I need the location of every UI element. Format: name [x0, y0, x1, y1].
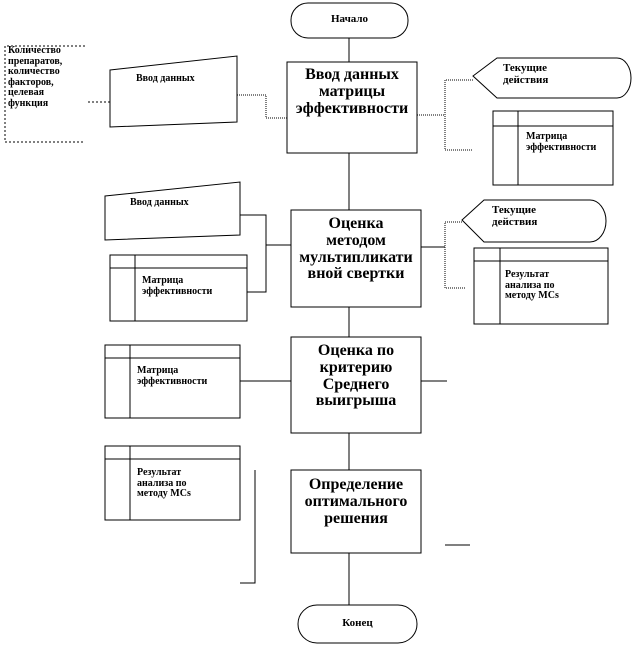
- input-matrix-label: Ввод данных матрицы эффективности: [295, 66, 409, 117]
- end-terminal: [297, 604, 418, 644]
- matrix-store-2: [109, 254, 248, 322]
- current-actions-display-2: [461, 199, 607, 243]
- manual-input-shape-2: [104, 181, 241, 241]
- input1-link: [237, 94, 287, 119]
- matrix-label-3: Матрица эффективности: [137, 365, 208, 387]
- start-terminal: [290, 2, 409, 39]
- current-actions-label-2: Текущие действия: [492, 204, 538, 228]
- params-bracket: [4, 45, 85, 143]
- matrix-store-1: [492, 110, 614, 186]
- end-label: Конец: [342, 617, 373, 629]
- params-label: Количество препаратов, количество фактор…: [8, 45, 63, 109]
- average-gain-block: [290, 336, 422, 434]
- result-label-1: Результат анализа по методу МСs: [505, 269, 559, 301]
- optimal-decision-block: [290, 469, 422, 554]
- matrix-label-2: Матрица эффективности: [142, 275, 213, 297]
- result2-bracket: [240, 470, 256, 584]
- average-gain-label: Оценка по критерию Среднего выигрыша: [315, 342, 397, 410]
- convolution-block: [290, 209, 422, 308]
- result-label-2: Результат анализа по методу МСs: [137, 467, 191, 499]
- result-store-2: [104, 445, 241, 521]
- input-matrix-block: [286, 61, 418, 154]
- convolution-label: Оценка методом мультипликати вной свертк…: [299, 215, 413, 283]
- current-actions-bracket-1: [444, 79, 473, 151]
- optimal-label: Определение оптимального решения: [304, 476, 408, 527]
- input-label-1: Ввод данных: [136, 73, 195, 84]
- matrix-label-1: Матрица эффективности: [526, 131, 597, 153]
- current-actions-display-1: [472, 57, 632, 99]
- manual-input-shape-1: [109, 55, 238, 128]
- matrix2-link: [247, 245, 267, 293]
- start-label: Начало: [330, 13, 369, 25]
- input2-link: [240, 214, 291, 246]
- input-label-2: Ввод данных: [130, 197, 189, 208]
- current-actions-bracket-2: [444, 221, 466, 289]
- result-store-1: [473, 247, 609, 325]
- current-actions-label-1: Текущие действия: [503, 62, 549, 86]
